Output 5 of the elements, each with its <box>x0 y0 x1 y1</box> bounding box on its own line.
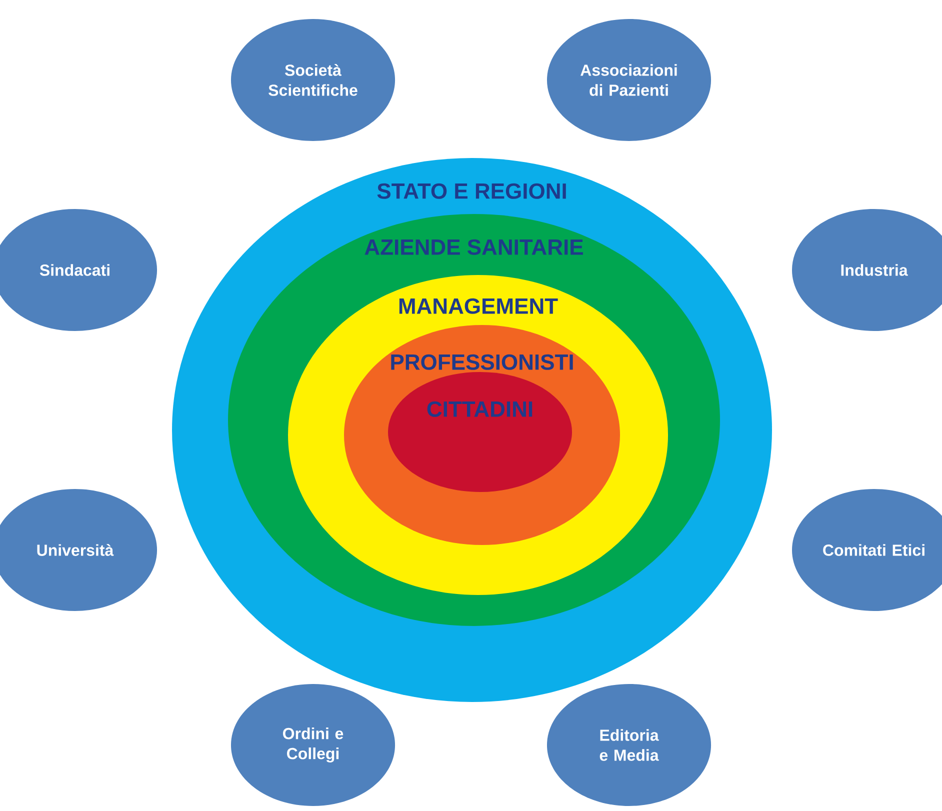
ring-band: CITTADINI <box>388 372 572 492</box>
circle-node: Editoria e Media <box>546 684 712 806</box>
circle-node: Ordini e Collegi <box>230 684 396 806</box>
circle-node: Associazioni di Pazienti <box>546 19 712 141</box>
circle-node: Società Scientifiche <box>230 19 396 141</box>
